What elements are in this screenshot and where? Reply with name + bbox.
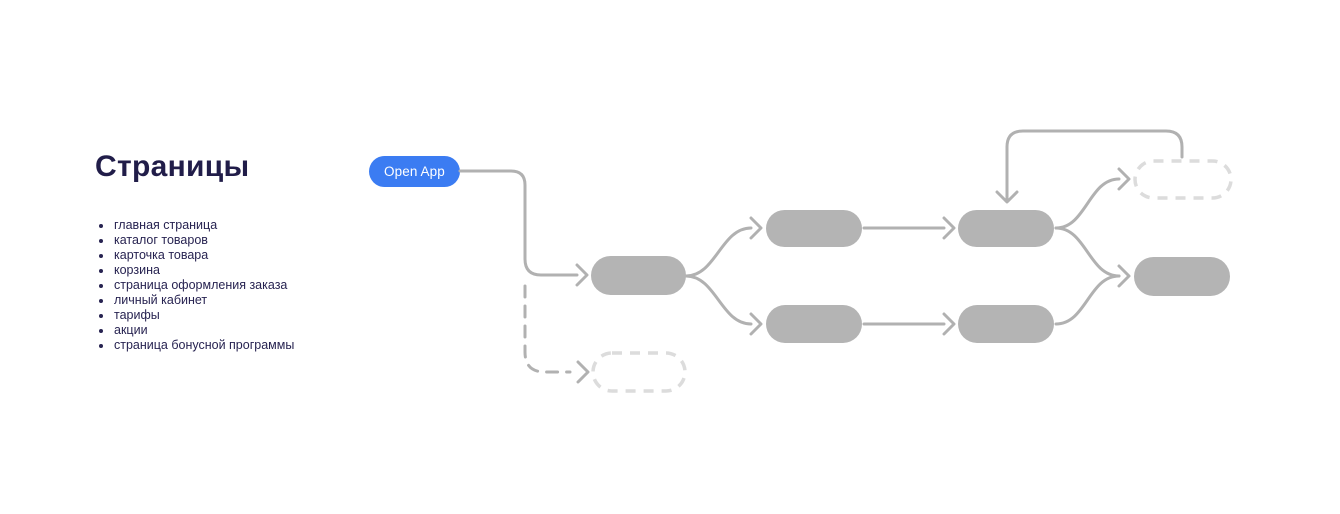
edge-step1-to-branchbottom1 [684, 274, 763, 336]
flow-node-branch-top-2[interactable] [958, 210, 1054, 247]
edge-openapp-to-step1 [458, 169, 589, 287]
flow-node-branch-top-1[interactable] [766, 210, 862, 247]
flow-node-branch-bottom-2[interactable] [958, 305, 1054, 343]
flow-node-step-1-alt-dashed[interactable] [591, 351, 687, 393]
list-item-tariffs: тарифы [113, 308, 294, 323]
edge-branchtop1-to-branchtop2 [862, 216, 956, 240]
pages-list: главная страница каталог товаров карточк… [100, 218, 294, 353]
edge-step1-to-branchtop1 [684, 216, 763, 278]
edge-branchtop2-to-resulttop [1054, 167, 1131, 230]
edge-openapp-to-step1alt-dashed [523, 284, 572, 374]
list-item-account: личный кабинет [113, 293, 294, 308]
page-title: Страницы [95, 150, 250, 183]
list-item-catalog: каталог товаров [113, 233, 294, 248]
flow-node-branch-bottom-1[interactable] [766, 305, 862, 343]
list-item-product-card: карточка товара [113, 248, 294, 263]
flow-node-result-top-dashed[interactable] [1133, 159, 1233, 200]
flow-node-step-1[interactable] [591, 256, 686, 295]
flow-node-result-main[interactable] [1134, 257, 1230, 296]
list-item-main-page: главная страница [113, 218, 294, 233]
list-item-cart: корзина [113, 263, 294, 278]
edge-branchbottom1-to-branchbottom2 [862, 312, 956, 336]
edge-resulttop-loop-to-branchtop2 [995, 129, 1184, 204]
list-item-promotions: акции [113, 323, 294, 338]
edge-branchtop2-to-resultmain [1054, 226, 1121, 278]
list-item-bonus-program: страница бонусной программы [113, 338, 294, 353]
open-app-button[interactable]: Open App [369, 156, 460, 187]
list-item-checkout: страница оформления заказа [113, 278, 294, 293]
edge-branchbottom2-to-resultmain [1054, 264, 1131, 326]
edge-openapp-to-step1alt-arrowhead [576, 360, 590, 384]
